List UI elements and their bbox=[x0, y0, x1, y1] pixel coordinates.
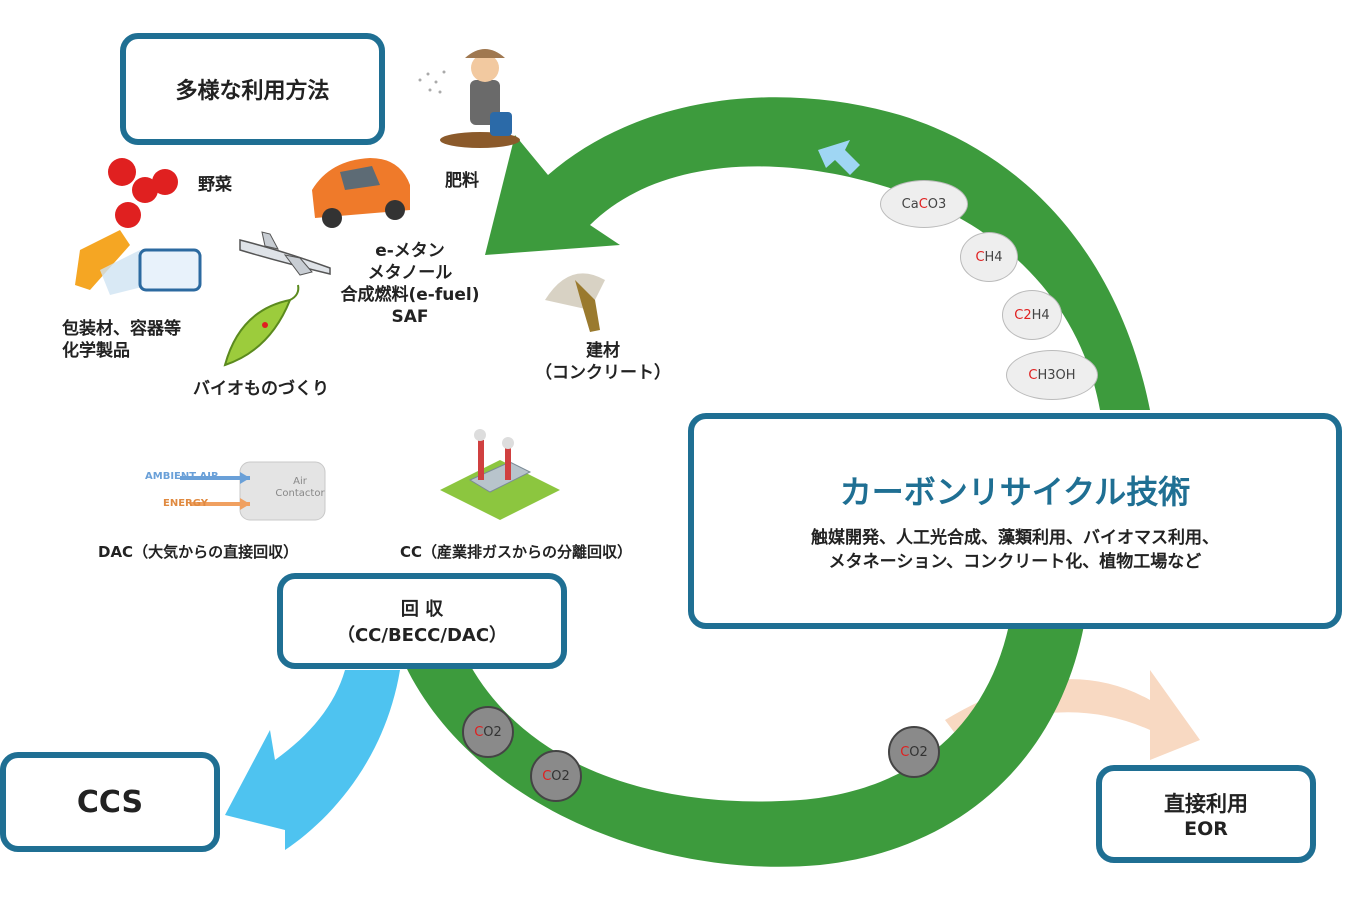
tomato-icon bbox=[108, 158, 178, 228]
carbon-recycling-line-2: メタネーション、コンクリート化、植物工場など bbox=[828, 552, 1202, 572]
co2-carbon: C bbox=[474, 724, 484, 740]
ccs-arrow bbox=[225, 670, 400, 850]
carbon-recycling-box: カーボンリサイクル技術 触媒開発、人工光合成、藻類利用、バイオマス利用、 メタネ… bbox=[688, 413, 1342, 629]
energy-text: ENERGY bbox=[163, 498, 208, 509]
co2-suffix: O2 bbox=[551, 768, 570, 784]
fuel-line-1: e-メタン bbox=[375, 241, 445, 261]
co2-carbon: C bbox=[900, 744, 910, 760]
dac-label: DAC（大気からの直接回収） bbox=[98, 543, 299, 561]
building-line-1: 建材 bbox=[586, 341, 620, 361]
cc-label: CC（産業排ガスからの分離回収） bbox=[400, 543, 633, 561]
molecule-ch4-carbon: C bbox=[975, 249, 985, 265]
green-cycle-lower bbox=[405, 620, 1085, 867]
capture-line-1: 回 収 bbox=[400, 599, 444, 620]
molecule-ch3oh-suffix: H3OH bbox=[1037, 367, 1076, 383]
air-contactor-line-2: Contactor bbox=[275, 488, 325, 499]
airplane-icon bbox=[239, 231, 331, 276]
fuel-line-2: メタノール bbox=[367, 263, 453, 284]
direct-use-title: 直接利用 bbox=[1164, 792, 1248, 816]
farmer-icon bbox=[418, 49, 520, 148]
direct-use-eor: EOR bbox=[1184, 818, 1228, 840]
molecule-caco3-prefix: Ca bbox=[901, 196, 919, 212]
carbon-recycling-line-1: 触媒開発、人工光合成、藻類利用、バイオマス利用、 bbox=[811, 528, 1219, 549]
bio-label: バイオものづくり bbox=[193, 379, 329, 399]
fuel-label: e-メタン メタノール 合成燃料(e-fuel) SAF bbox=[330, 240, 490, 328]
ccs-box: CCS bbox=[0, 752, 220, 852]
packaging-label: 包装材、容器等 化学製品 bbox=[62, 318, 181, 362]
packaging-icon bbox=[75, 230, 202, 295]
usage-methods-box: 多様な利用方法 bbox=[120, 33, 385, 145]
air-contactor-text: Air Contactor bbox=[270, 476, 330, 500]
car-icon bbox=[312, 158, 410, 228]
capture-box: 回 収 （CC/BECC/DAC） bbox=[277, 573, 567, 669]
molecule-caco3-carbon: C bbox=[918, 196, 928, 212]
packaging-line-1: 包装材、容器等 bbox=[62, 319, 181, 339]
capture-line-2: （CC/BECC/DAC） bbox=[336, 625, 508, 646]
ambient-air-text: AMBIENT AIR bbox=[145, 471, 219, 482]
green-cycle-upper bbox=[485, 97, 1150, 410]
molecule-ch4-suffix: H4 bbox=[984, 249, 1003, 265]
fuel-line-4: SAF bbox=[391, 307, 429, 328]
factory-icon bbox=[440, 429, 560, 520]
air-contactor-icon bbox=[180, 461, 326, 521]
building-label: 建材 （コンクリート） bbox=[535, 340, 671, 384]
vegetables-label: 野菜 bbox=[198, 175, 232, 195]
fuel-line-3: 合成燃料(e-fuel) bbox=[340, 285, 480, 306]
usage-methods-title: 多様な利用方法 bbox=[175, 79, 330, 104]
molecule-c2h4-suffix: H4 bbox=[1031, 307, 1050, 323]
euglena-icon bbox=[223, 284, 300, 367]
fertilizer-label: 肥料 bbox=[445, 171, 479, 191]
trowel-icon bbox=[545, 273, 605, 332]
co2-suffix: O2 bbox=[909, 744, 928, 760]
molecule-ch3oh-carbon: C bbox=[1028, 367, 1038, 383]
direct-use-box: 直接利用 EOR bbox=[1096, 765, 1316, 863]
carbon-recycling-title: カーボンリサイクル技術 bbox=[839, 473, 1191, 512]
small-blue-arrow bbox=[818, 140, 860, 175]
packaging-line-2: 化学製品 bbox=[62, 341, 130, 362]
co2-suffix: O2 bbox=[483, 724, 502, 740]
air-contactor-line-1: Air bbox=[293, 476, 307, 487]
molecule-caco3-suffix: O3 bbox=[927, 196, 947, 212]
building-line-2: （コンクリート） bbox=[535, 363, 671, 384]
molecule-c2h4-carbon: C2 bbox=[1014, 307, 1032, 323]
ccs-title: CCS bbox=[76, 784, 144, 820]
co2-carbon: C bbox=[542, 768, 552, 784]
